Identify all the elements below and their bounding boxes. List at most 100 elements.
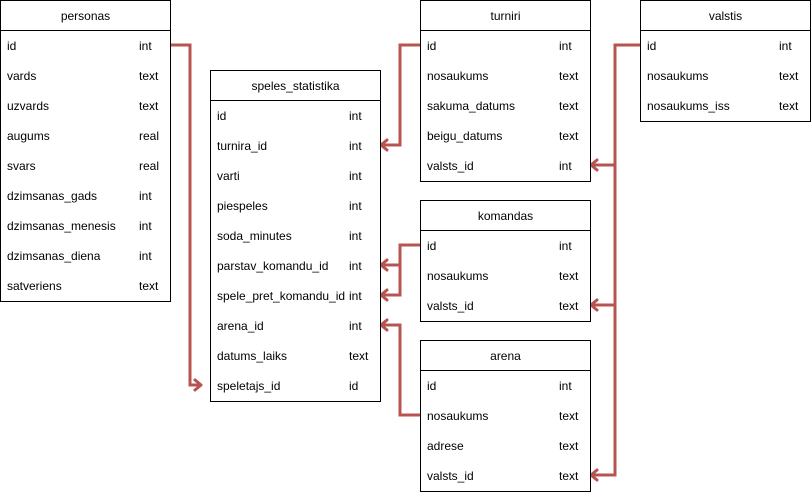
field-name: nosaukums [647,69,709,83]
field-type: text [779,99,799,113]
field-type: int [349,169,362,183]
field-row[interactable]: dzimsanas_gads int [1,181,170,211]
field-type: text [139,279,159,293]
field-name: dzimsanas_gads [7,189,98,203]
field-type: id [349,379,359,393]
field-type: text [559,99,579,113]
field-name: id [647,39,657,53]
field-type: real [139,159,160,173]
table-title: valstis [641,1,810,31]
field-name: turnira_id [217,139,268,153]
field-name: id [217,109,227,123]
field-row[interactable]: arena_id int [211,311,380,341]
field-name: satveriens [7,279,62,293]
field-type: int [349,319,362,333]
link-turniri-id-to-turnira-id [381,43,420,147]
field-type: int [779,39,792,53]
field-row[interactable]: id int [421,371,590,401]
field-name: adrese [427,439,464,453]
field-row[interactable]: piespeles int [211,191,380,221]
field-row[interactable]: svars real [1,151,170,181]
link-valstis-id-to-komandas-valsts-id [591,165,617,307]
field-row[interactable]: augums real [1,121,170,151]
field-name: id [427,239,437,253]
field-row[interactable]: id int [421,31,590,61]
field-type: int [559,159,572,173]
link-komandas-id-to-parstav-komandu-id [381,243,420,267]
table-title: speles_statistika [211,71,380,101]
field-name: arena_id [217,319,264,333]
link-valstis-id-to-turniri-valsts-id [591,43,640,167]
arrowhead-parstav-komandu-id [379,258,389,272]
field-row[interactable]: satveriens text [1,271,170,301]
table-title: personas [1,1,170,31]
field-row[interactable]: datums_laiks text [211,341,380,371]
field-name: speletajs_id [217,379,281,393]
field-name: nosaukums [427,269,489,283]
field-type: text [139,69,159,83]
field-row[interactable]: speletajs_id id [211,371,380,401]
field-type: int [559,39,572,53]
field-type: int [139,189,152,203]
field-name: sakuma_datums [427,99,516,113]
field-name: id [427,379,437,393]
field-name: datums_laiks [217,349,288,363]
field-name: uzvards [7,99,50,113]
field-name: nosaukums [427,69,489,83]
field-type: real [139,129,160,143]
field-type: int [349,199,362,213]
field-type: int [349,139,362,153]
field-type: int [139,249,152,263]
field-name: valsts_id [427,299,474,313]
field-type: int [559,379,572,393]
field-name: svars [7,159,36,173]
link-arena-to-arena-id [381,323,420,417]
field-name: spele_pret_komandu_id [217,289,346,303]
field-type: text [349,349,369,363]
table-title: turniri [421,1,590,31]
field-row[interactable]: turnira_id int [211,131,380,161]
link-valstis-id-to-arena-valsts-id [591,305,617,477]
field-name: nosaukums [427,409,489,423]
field-name: augums [7,129,50,143]
field-type: int [139,39,152,53]
field-row[interactable]: id int [641,31,810,61]
arrowhead-speletajs-id [193,378,203,392]
field-row[interactable]: sakuma_datums text [421,91,590,121]
link-personas-id-to-speletajs-id [170,43,200,387]
field-name: valsts_id [427,469,474,483]
arrowhead-spele-pret-komandu-id [379,288,389,302]
field-name: id [427,39,437,53]
field-type: text [559,299,579,313]
arrowhead-turnira-id [379,138,389,152]
field-row[interactable]: valsts_id text [421,291,590,321]
field-type: text [559,129,579,143]
field-name: piespeles [217,199,268,213]
